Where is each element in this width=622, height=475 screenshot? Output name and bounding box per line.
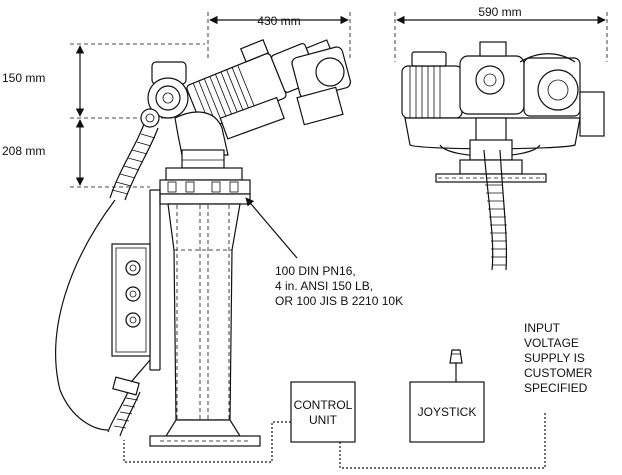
dimension-590-label: 590 mm [478,5,521,19]
side-view-hose [55,123,159,431]
dimension-150: 150 mm [2,43,205,119]
dimension-430-label: 430 mm [257,14,300,28]
control-unit-label-line2: UNIT [309,413,338,427]
flange-note-line1: 100 DIN PN16, [275,264,356,278]
control-unit-label-line1: CONTROL [294,398,353,412]
dimension-208-label: 208 mm [2,144,45,158]
power-note-line1: INPUT [524,321,561,335]
flange-note-line3: OR 100 JIS B 2210 10K [275,294,403,308]
dimension-430: 430 mm [207,12,351,60]
side-view-pedestal [149,167,261,447]
power-supply-note: INPUT VOLTAGE SUPPLY IS CUSTOMER SPECIFI… [524,321,593,395]
side-view-junction-box [107,189,161,437]
wiring [123,412,546,469]
joystick-label: JOYSTICK [418,405,477,419]
front-view-monitor [401,41,605,271]
power-note-line4: CUSTOMER [524,366,593,380]
power-note-line2: VOLTAGE [524,336,579,350]
power-note-line3: SUPPLY IS [524,351,585,365]
flange-leader-arrow [245,197,298,259]
control-unit: CONTROL UNIT [290,381,356,443]
flange-note: 100 DIN PN16, 4 in. ANSI 150 LB, OR 100 … [275,264,403,308]
side-view-monitor-head [140,39,352,169]
joystick: JOYSTICK [409,349,485,443]
dimension-150-label: 150 mm [2,71,45,85]
dimension-208: 208 mm [2,119,150,188]
power-note-line5: SPECIFIED [524,381,588,395]
flange-note-line2: 4 in. ANSI 150 LB, [275,279,373,293]
dimension-590: 590 mm [394,5,608,62]
